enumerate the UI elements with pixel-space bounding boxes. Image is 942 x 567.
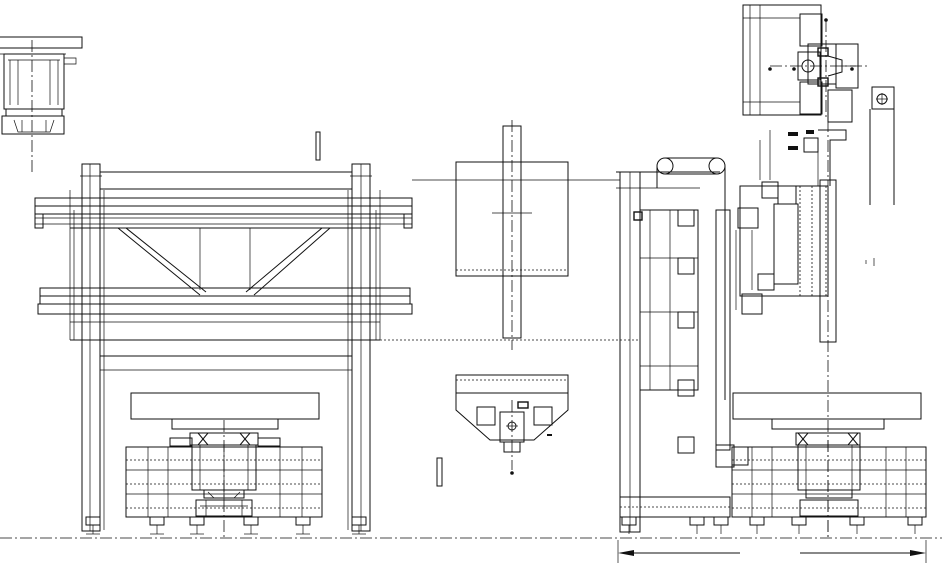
dimension-line (617, 540, 927, 563)
small-marker (315, 131, 321, 161)
center-plan-view (455, 120, 569, 475)
small-marker (436, 457, 443, 487)
right-edge-detail (865, 86, 895, 266)
side-elevation-view (616, 120, 927, 540)
top-left-inset-detail (0, 36, 83, 175)
front-elevation-view (34, 163, 413, 540)
spindle-head-detail (742, 4, 870, 123)
